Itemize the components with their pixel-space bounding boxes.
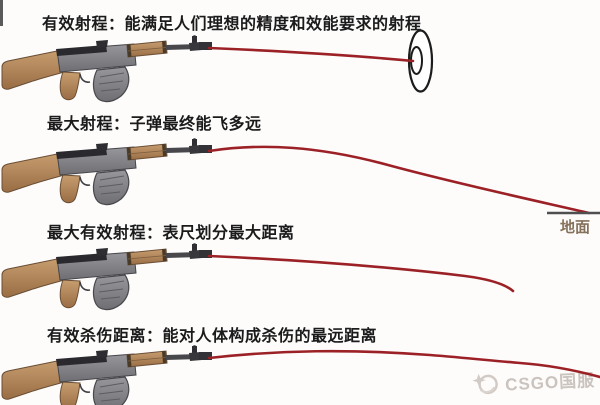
trajectory-maximum-range <box>207 145 591 215</box>
csgo-logo-icon <box>472 373 498 395</box>
section-label-effective-range: 有效射程：能满足人们理想的精度和效能要求的射程 <box>42 16 422 33</box>
section-label-maximum-effective-range: 最大有效射程：表尺划分最大距离 <box>47 225 295 242</box>
ak47-rifle-illustration <box>1 34 213 103</box>
watermark: CSGO国服 <box>471 364 596 398</box>
ground-label: 地面 <box>560 219 591 236</box>
trajectory-effective-lethal-distance <box>207 349 600 379</box>
ak47-rifle-illustration <box>1 344 213 405</box>
trajectory-maximum-effective-range <box>207 254 515 293</box>
section-label-effective-lethal-distance: 有效杀伤距离：能对人体构成杀伤的最远距离 <box>47 328 378 345</box>
ak47-rifle-illustration <box>1 137 213 206</box>
image-edge-artifact <box>0 0 3 26</box>
ak47-rifle-illustration <box>1 242 213 311</box>
trajectory-effective-range <box>207 46 415 63</box>
section-label-maximum-range: 最大射程：子弹最终能飞多远 <box>47 116 262 133</box>
bullseye-target-icon <box>407 29 434 93</box>
